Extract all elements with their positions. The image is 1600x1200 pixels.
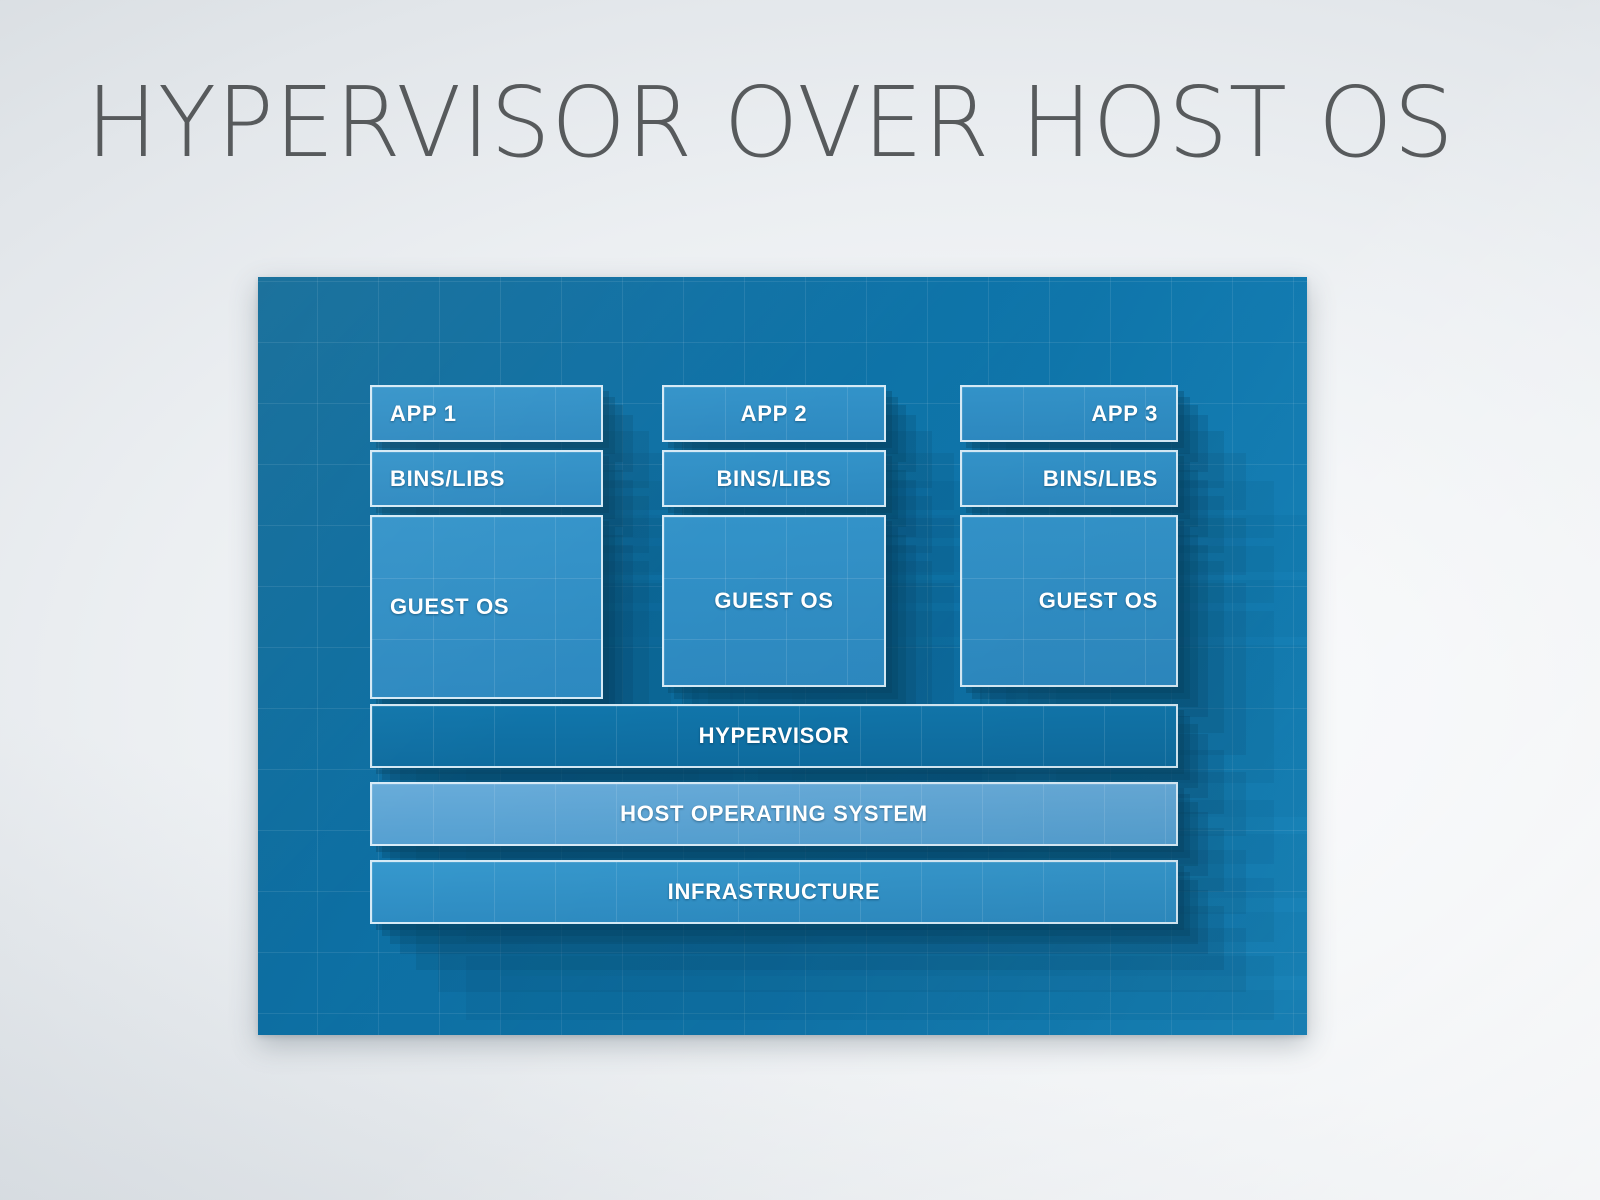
box-bins-libs-1[interactable]: BINS/LIBS xyxy=(370,450,603,507)
box-label: APP 2 xyxy=(740,400,808,426)
box-bins-libs-3[interactable]: BINS/LIBS xyxy=(960,450,1178,507)
box-app-3[interactable]: APP 3 xyxy=(960,385,1178,442)
box-label: APP 3 xyxy=(1091,400,1158,426)
box-app-2[interactable]: APP 2 xyxy=(662,385,886,442)
box-label: GUEST OS xyxy=(714,588,834,613)
box-bins-libs-2[interactable]: BINS/LIBS xyxy=(662,450,886,507)
architecture-diagram: APP 1 BINS/LIBS GUEST OS APP 2 BINS/LIBS… xyxy=(258,277,1307,1035)
box-label: GUEST OS xyxy=(390,594,510,619)
box-label: APP 1 xyxy=(390,400,457,426)
box-label: HOST OPERATING SYSTEM xyxy=(620,801,928,826)
box-infrastructure[interactable]: INFRASTRUCTURE xyxy=(370,860,1178,924)
box-label: BINS/LIBS xyxy=(716,465,832,491)
box-guest-os-1[interactable]: GUEST OS xyxy=(370,515,603,699)
box-label: BINS/LIBS xyxy=(1042,465,1158,491)
box-label: GUEST OS xyxy=(1038,588,1158,613)
box-host-operating-system[interactable]: HOST OPERATING SYSTEM xyxy=(370,782,1178,846)
box-guest-os-2[interactable]: GUEST OS xyxy=(662,515,886,687)
box-guest-os-3[interactable]: GUEST OS xyxy=(960,515,1178,687)
box-label: BINS/LIBS xyxy=(390,465,506,491)
box-label: INFRASTRUCTURE xyxy=(667,879,881,904)
box-app-1[interactable]: APP 1 xyxy=(370,385,603,442)
page-title: HYPERVISOR OVER HOST OS xyxy=(86,66,1455,179)
box-hypervisor[interactable]: HYPERVISOR xyxy=(370,704,1178,768)
box-label: HYPERVISOR xyxy=(698,723,850,748)
